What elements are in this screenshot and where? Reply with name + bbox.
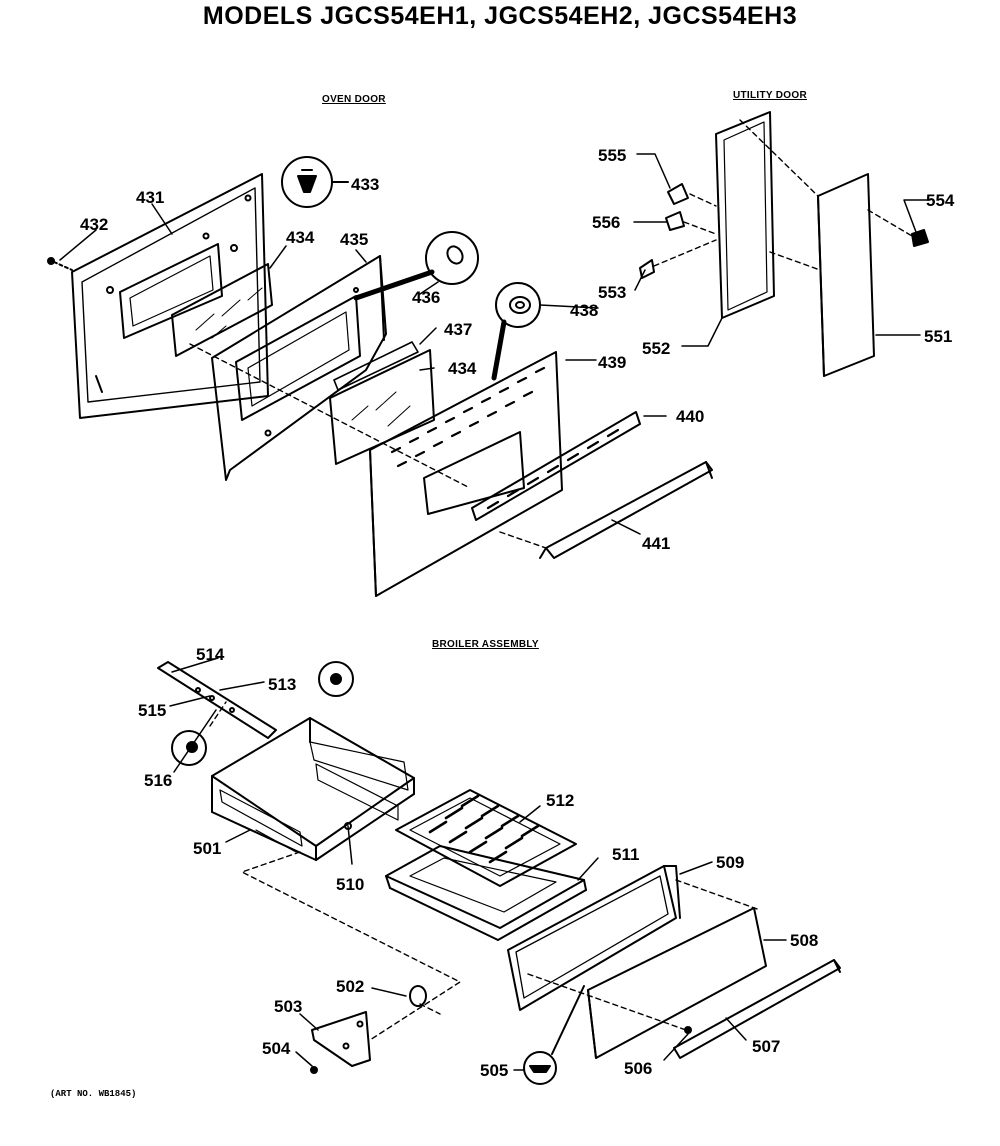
art-number: (ART NO. WB1845) (50, 1089, 137, 1099)
label-435: 435 (340, 230, 368, 249)
label-503: 503 (274, 997, 302, 1016)
diagram-title: MODELS JGCS54EH1, JGCS54EH2, JGCS54EH3 (202, 2, 798, 30)
part-508-drawer-front (587, 907, 767, 1059)
part-554-bumper (911, 229, 929, 247)
label-505: 505 (480, 1061, 508, 1080)
part-number-labels: 431 432 433 434 435 436 437 434 438 439 … (80, 146, 955, 1080)
part-440-vent-trim (471, 411, 641, 521)
part-516-roller (171, 730, 207, 766)
part-434-window-glass (171, 263, 273, 357)
label-501: 501 (193, 839, 221, 858)
label-511: 511 (612, 845, 639, 864)
label-510: 510 (336, 875, 364, 894)
label-515: 515 (138, 701, 166, 720)
part-439-outer-door (369, 351, 563, 597)
section-label-broiler-assembly: BROILER ASSEMBLY (432, 639, 539, 650)
part-507-drawer-handle (673, 959, 841, 1059)
label-441: 441 (642, 534, 670, 553)
label-502: 502 (336, 977, 364, 996)
section-label-utility-door: UTILITY DOOR (733, 90, 807, 101)
part-436-bumper (353, 231, 479, 301)
part-434-outer-glass (329, 349, 435, 465)
part-504-screw (310, 1066, 318, 1074)
oven-door-alignment-lines (189, 343, 547, 549)
part-552-utility-door-liner (715, 111, 775, 319)
label-504: 504 (262, 1039, 291, 1058)
label-431: 431 (136, 188, 164, 207)
label-513: 513 (268, 675, 296, 694)
label-507: 507 (752, 1037, 780, 1056)
label-432: 432 (80, 215, 108, 234)
label-434-lower: 434 (448, 359, 477, 378)
part-432-screw (47, 257, 73, 271)
broiler-alignment-lines (209, 701, 761, 1041)
part-511-broiler-pan (385, 845, 587, 941)
label-556: 556 (592, 213, 620, 232)
part-435-inner-panel (211, 255, 387, 481)
label-509: 509 (716, 853, 744, 872)
part-441-door-handle (539, 461, 713, 559)
part-509-drawer-frame (507, 865, 681, 1011)
label-438: 438 (570, 301, 598, 320)
part-512-broiler-grid (395, 789, 577, 887)
part-501-broiler-body (211, 717, 415, 861)
part-513-stud (318, 661, 354, 697)
label-555: 555 (598, 146, 626, 165)
part-502-roller (409, 985, 427, 1007)
label-434-upper: 434 (286, 228, 315, 247)
part-503-bracket (311, 1011, 371, 1067)
label-516: 516 (144, 771, 172, 790)
label-514: 514 (196, 645, 225, 664)
part-505-screw (523, 985, 585, 1085)
part-553-bracket (639, 259, 655, 279)
label-512: 512 (546, 791, 574, 810)
part-431-door-liner (71, 173, 269, 419)
label-552: 552 (642, 339, 670, 358)
part-551-utility-door-panel (817, 173, 875, 377)
part-514-slide-rail (157, 661, 277, 739)
leader-lines (59, 153, 931, 1071)
label-437: 437 (444, 320, 472, 339)
label-439: 439 (598, 353, 626, 372)
part-433-clip (281, 156, 349, 208)
section-label-oven-door: OVEN DOOR (322, 94, 386, 105)
part-437-retainer (333, 341, 419, 391)
label-440: 440 (676, 407, 704, 426)
part-556-latch (665, 211, 685, 231)
label-436: 436 (412, 288, 440, 307)
label-433: 433 (351, 175, 379, 194)
label-551: 551 (924, 327, 952, 346)
label-506: 506 (624, 1059, 652, 1078)
utility-door-alignment-lines (653, 119, 913, 271)
label-554: 554 (926, 191, 955, 210)
part-555-hinge (667, 183, 689, 205)
label-508: 508 (790, 931, 818, 950)
label-553: 553 (598, 283, 626, 302)
